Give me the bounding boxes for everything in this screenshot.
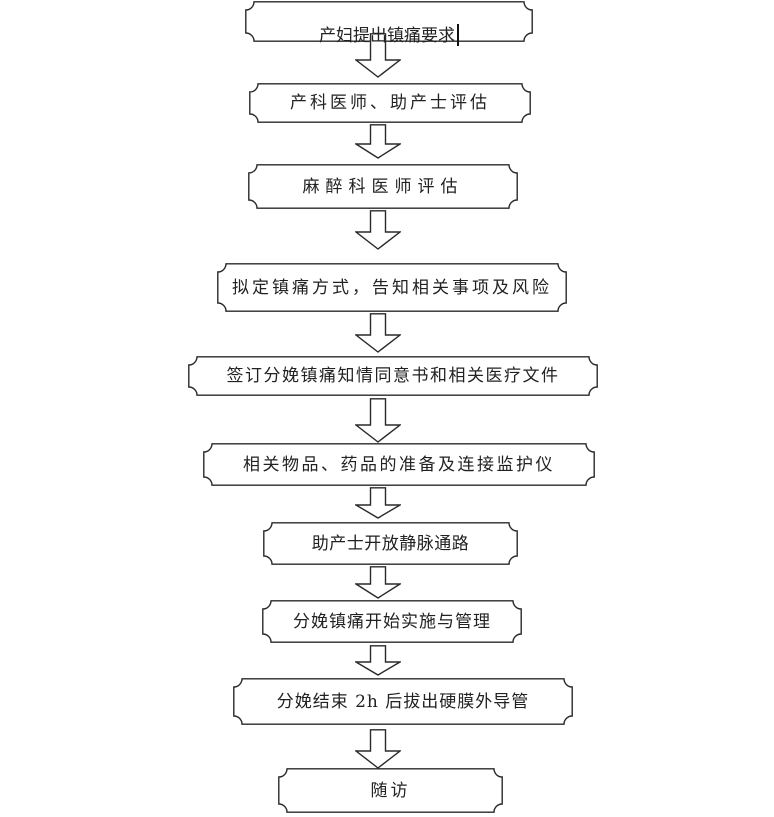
- flow-node-label: 拟定镇痛方式，告知相关事项及风险: [232, 277, 552, 298]
- flow-node-label: 签订分娩镇痛知情同意书和相关医疗文件: [226, 366, 560, 386]
- down-arrow-icon: [355, 124, 401, 159]
- flow-node-sign-consent[interactable]: 签订分娩镇痛知情同意书和相关医疗文件: [188, 356, 598, 396]
- plaque-shape-outline: [217, 263, 567, 312]
- down-arrow-connector[interactable]: [355, 313, 401, 353]
- plaque-shape-outline: [248, 164, 518, 209]
- flow-node-label: 相关物品、药品的准备及连接监护仪: [243, 454, 555, 475]
- flow-node-label: 分娩结束 2h 后拔出硬膜外导管: [276, 691, 530, 712]
- down-arrow-icon: [355, 313, 401, 353]
- flow-node-prepare-and-monitor[interactable]: 相关物品、药品的准备及连接监护仪: [203, 443, 595, 486]
- flow-node-label: 分娩镇痛开始实施与管理: [293, 611, 491, 632]
- down-arrow-connector[interactable]: [355, 124, 401, 159]
- flow-node-follow-up[interactable]: 随访: [278, 768, 503, 813]
- plaque-shape-outline: [278, 768, 503, 813]
- flow-node-label: 麻醉科医师评估: [302, 176, 464, 197]
- down-arrow-icon: [355, 33, 401, 78]
- flow-node-label: 随访: [370, 780, 411, 801]
- down-arrow-connector[interactable]: [355, 33, 401, 78]
- plaque-shape-outline: [262, 600, 522, 643]
- plaque-shape-outline: [245, 1, 533, 42]
- down-arrow-connector[interactable]: [355, 645, 401, 676]
- flow-node-label: 产妇提出镇痛要求: [319, 24, 459, 46]
- plaque-shape-outline: [263, 522, 518, 565]
- down-arrow-icon: [355, 729, 401, 769]
- text-cursor: [457, 24, 459, 46]
- down-arrow-connector[interactable]: [355, 729, 401, 769]
- flow-node-label: 产科医师、助产士评估: [290, 93, 490, 113]
- down-arrow-connector[interactable]: [355, 398, 401, 443]
- flow-node-label: 助产士开放静脉通路: [311, 533, 470, 554]
- down-arrow-icon: [355, 645, 401, 676]
- flow-node-analgesia-implementation[interactable]: 分娩镇痛开始实施与管理: [262, 600, 522, 643]
- down-arrow-connector[interactable]: [355, 210, 401, 250]
- plaque-shape-outline: [233, 678, 573, 725]
- plaque-shape-outline: [188, 356, 598, 396]
- plaque-shape-outline: [249, 83, 531, 123]
- down-arrow-connector[interactable]: [355, 566, 401, 599]
- flow-node-analgesia-request[interactable]: 产妇提出镇痛要求: [245, 1, 533, 46]
- flow-node-catheter-removal[interactable]: 分娩结束 2h 后拔出硬膜外导管: [233, 678, 573, 725]
- flow-node-anesthesia-assessment[interactable]: 麻醉科医师评估: [248, 164, 518, 209]
- plaque-shape-outline: [203, 443, 595, 486]
- flow-node-iv-access[interactable]: 助产士开放静脉通路: [263, 522, 518, 565]
- down-arrow-icon: [355, 210, 401, 250]
- down-arrow-icon: [355, 566, 401, 599]
- flow-node-plan-and-inform[interactable]: 拟定镇痛方式，告知相关事项及风险: [217, 263, 567, 312]
- down-arrow-icon: [355, 487, 401, 519]
- flow-node-obstetric-assessment[interactable]: 产科医师、助产士评估: [249, 83, 531, 123]
- down-arrow-connector[interactable]: [355, 487, 401, 519]
- down-arrow-icon: [355, 398, 401, 443]
